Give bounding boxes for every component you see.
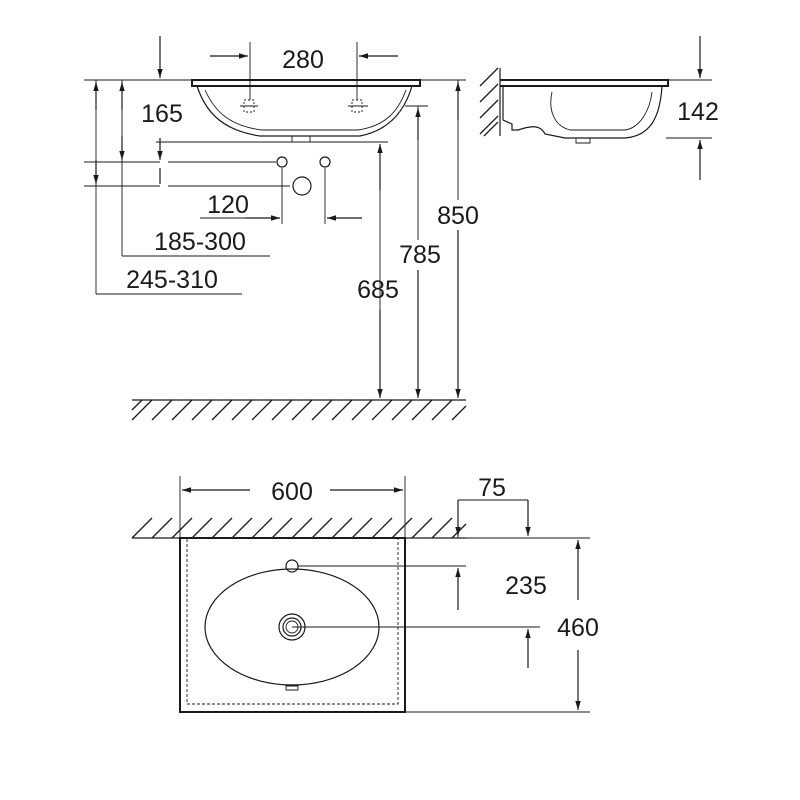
water-connection-right-icon (319, 156, 331, 168)
dimension-basin-projection: 460 (557, 614, 599, 642)
overflow-slot-icon (285, 685, 299, 691)
front-view: 280 165 120 185-300 (84, 36, 479, 421)
floor-hatch (131, 399, 467, 421)
tap-hole-icon (285, 559, 299, 573)
dimension-height-to-tap-holes: 165 (141, 100, 183, 128)
dimension-fixing-height-range-2: 245-310 (126, 266, 218, 294)
dimension-basin-width: 600 (271, 478, 313, 506)
tap-hole-right-icon (348, 99, 368, 113)
plan-view: 600 75 235 460 (131, 474, 599, 713)
dimension-tap-hole-spacing: 280 (282, 46, 324, 74)
dimension-basin-depth: 142 (677, 98, 719, 126)
dimension-trap-offset: 120 (207, 191, 249, 219)
waste-outlet-front (291, 136, 311, 143)
dimension-wall-to-waste: 235 (505, 572, 547, 600)
dimension-height-to-waste: 685 (357, 276, 399, 304)
waste-connection-icon (292, 176, 312, 196)
basin-bowl-front (196, 85, 413, 137)
dimension-height-to-rim: 850 (437, 202, 479, 230)
basin-rim-front (191, 79, 421, 87)
dimension-height-to-basin-bottom: 785 (399, 241, 441, 269)
basin-profile-side (500, 79, 669, 87)
wall-hatch-plan (131, 517, 467, 539)
water-connection-left-icon (276, 156, 288, 168)
tap-hole-left-icon (240, 99, 258, 113)
side-view: 142 (479, 36, 719, 180)
wall-hatch-side (479, 67, 501, 137)
dimension-wall-to-tap-hole: 75 (478, 474, 506, 502)
dimension-fixing-height-range-1: 185-300 (154, 228, 246, 256)
